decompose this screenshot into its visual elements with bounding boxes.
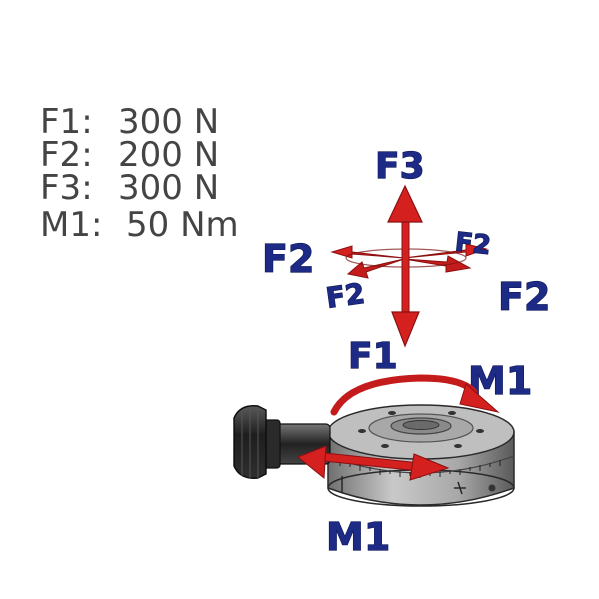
label-f2-front: F2 (324, 277, 367, 315)
force-labels: F3 F1 F2 F2 F2 F2 M1 M1 (261, 145, 551, 559)
legend-value-f3: 300 N (118, 168, 219, 208)
mount-hole (388, 411, 396, 415)
f2-arrow-right (403, 243, 488, 259)
m1-arrow-head-left (297, 445, 327, 479)
rotation-stage (233, 374, 515, 507)
legend-value-f2: 200 N (118, 135, 219, 175)
label-f2-right: F2 (498, 275, 550, 319)
legend-name-f1: F1: (40, 102, 93, 142)
legend-value-m1: 50 Nm (126, 205, 239, 245)
label-f2-back: F2 (454, 228, 493, 262)
f2-arrow-back (403, 255, 472, 273)
mount-hole (448, 411, 456, 415)
m1-arc-top-head (459, 383, 500, 413)
f3-arrow-head (387, 184, 423, 223)
legend-name-m1: M1: (40, 205, 102, 245)
knob-knurling (241, 407, 259, 478)
legend-name-f2: F2: (40, 135, 93, 175)
legend: F1: 300 N F2: 200 N F3: 300 N M1: 50 Nm (40, 102, 239, 245)
label-f3: F3 (375, 146, 425, 187)
m1-arrow-head-right (409, 453, 450, 481)
m1-arc-top (330, 374, 478, 416)
side-screw (488, 484, 496, 492)
f1-arrow-head (391, 311, 420, 348)
f2-arrow-left (330, 245, 405, 259)
force-cross (330, 184, 488, 348)
mount-hole (381, 444, 389, 448)
f2-arrow-front (346, 258, 405, 279)
f2-arrows (330, 243, 488, 279)
mount-hole (476, 429, 484, 433)
legend-name-f3: F3: (40, 168, 93, 208)
label-m1-bottom: M1 (326, 515, 390, 559)
mount-hole (454, 444, 462, 448)
vertical-shaft (401, 209, 410, 319)
label-f1: F1 (348, 336, 398, 377)
mount-hole (358, 429, 366, 433)
label-f2-left: F2 (262, 237, 314, 281)
legend-value-f1: 300 N (118, 102, 219, 142)
stage-center-hole (402, 420, 440, 430)
